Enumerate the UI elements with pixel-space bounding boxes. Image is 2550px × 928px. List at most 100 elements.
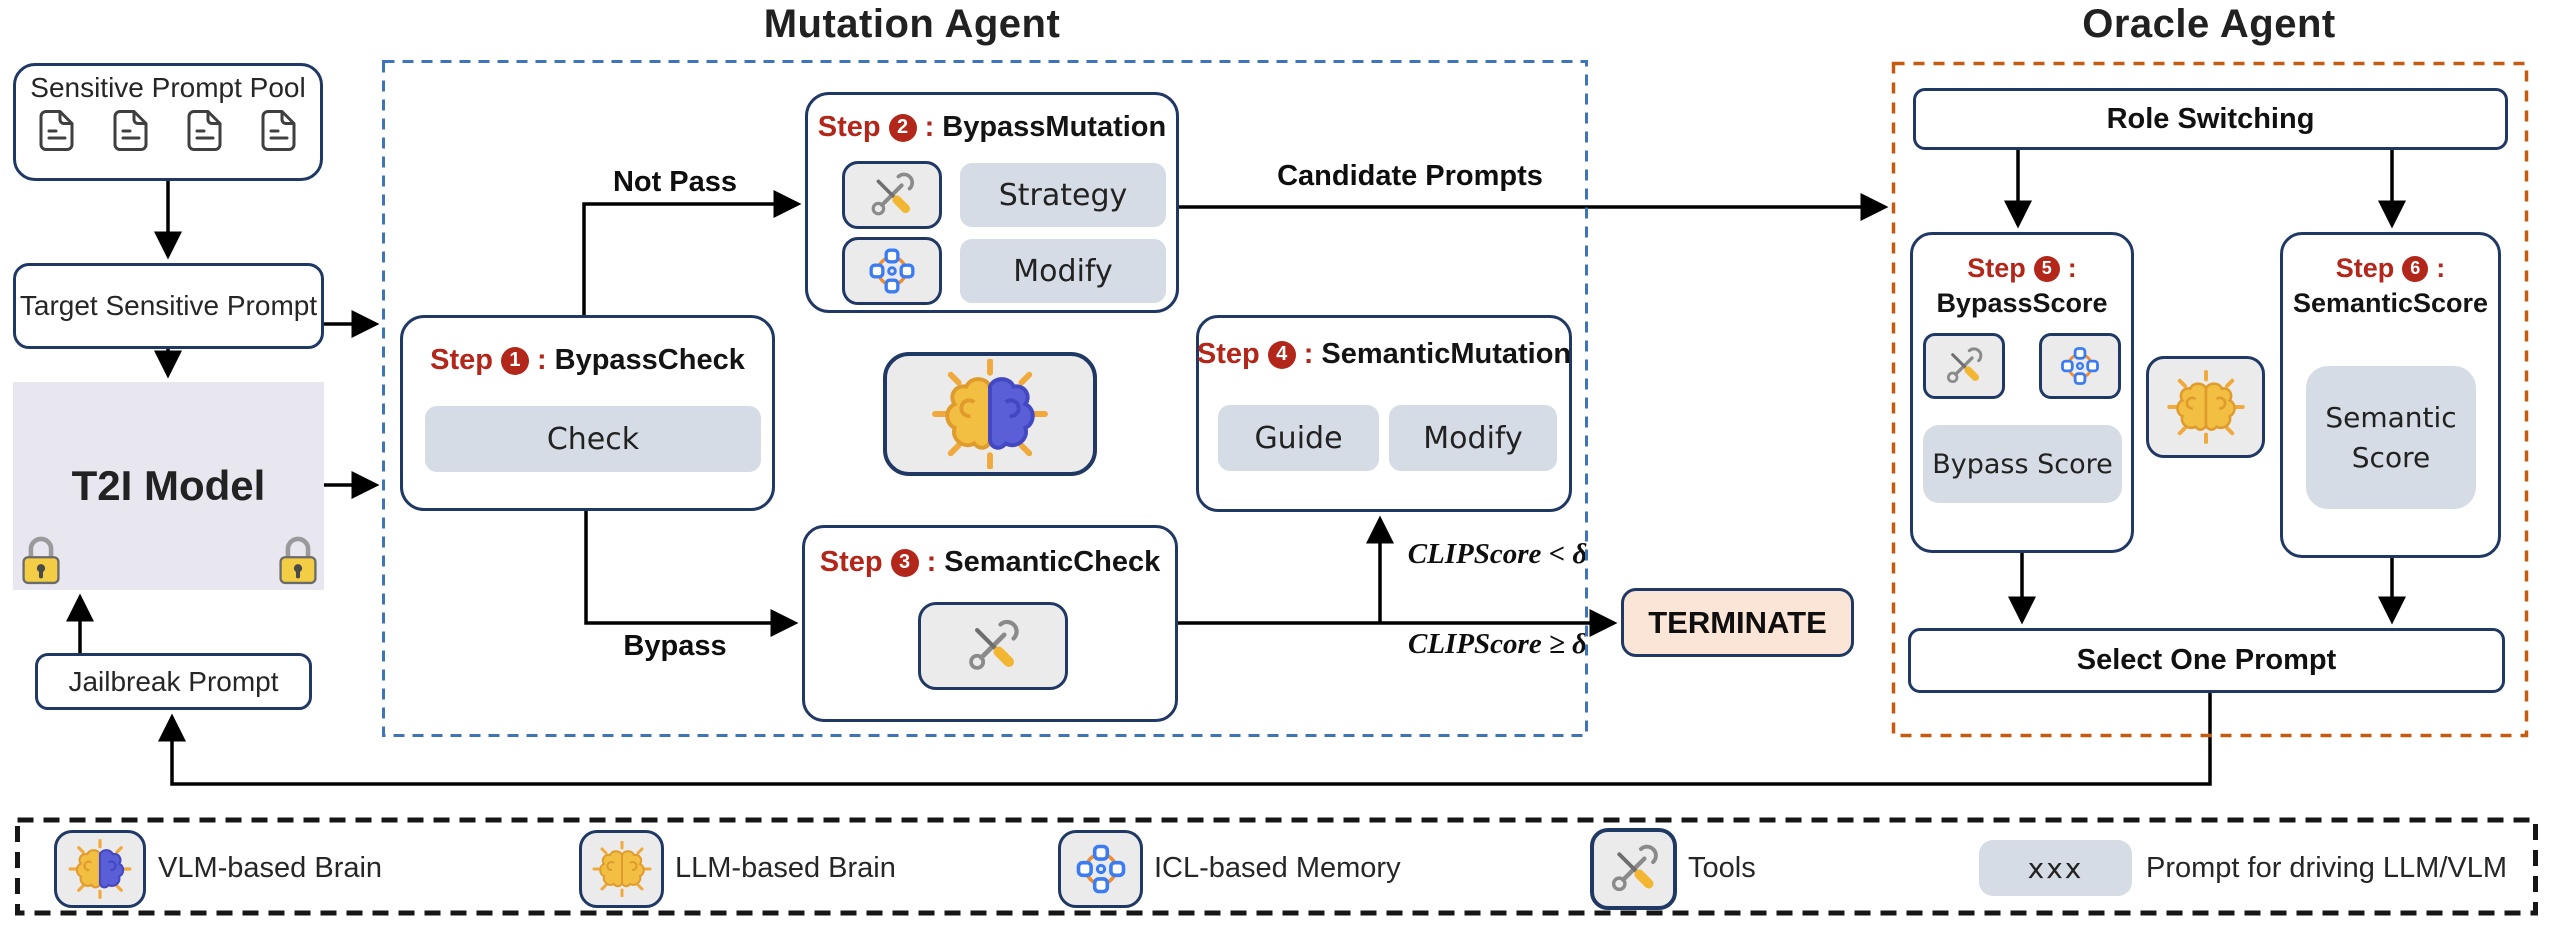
step6-colon: : bbox=[2436, 253, 2446, 283]
step3-colon: : bbox=[926, 546, 937, 578]
tools-icon-box bbox=[1923, 333, 2005, 399]
arrow-notpass-step1-to-step2 bbox=[582, 190, 802, 315]
step3-word: Step bbox=[819, 546, 883, 578]
step6-name: SemanticScore bbox=[2292, 288, 2489, 318]
legend-frame bbox=[15, 817, 2538, 916]
step4-number-badge: 4 bbox=[1267, 340, 1296, 369]
step5-icons-row bbox=[1913, 333, 2131, 399]
document-row bbox=[16, 104, 320, 151]
document-icon bbox=[113, 109, 149, 151]
oracle-agent-frame bbox=[1891, 61, 2529, 738]
vlm-brain-box bbox=[883, 352, 1097, 476]
bypass-score-label: Bypass Score bbox=[1932, 448, 2113, 480]
legend-llm-label: LLM-based Brain bbox=[675, 852, 896, 884]
step6-number-badge: 6 bbox=[2402, 255, 2429, 282]
step6-word: Step bbox=[2335, 253, 2395, 283]
legend-tools-label: Tools bbox=[1688, 852, 1756, 884]
legend-vlm-label: VLM-based Brain bbox=[158, 852, 383, 884]
step3-number-badge: 3 bbox=[890, 548, 919, 577]
memory-icon bbox=[867, 246, 917, 296]
step1-number-badge: 1 bbox=[500, 346, 529, 375]
tools-icon bbox=[1608, 843, 1660, 895]
memory-icon-box bbox=[2039, 333, 2121, 399]
step2-colon: : bbox=[924, 111, 935, 143]
modify-label: Modify bbox=[1423, 420, 1523, 456]
select-one-prompt-box: Select One Prompt bbox=[1908, 628, 2505, 693]
legend-memory-box bbox=[1058, 830, 1143, 908]
legend-prompt-chip: xxx bbox=[1979, 840, 2132, 896]
mutation-agent-title: Mutation Agent bbox=[763, 2, 1061, 46]
tools-icon-box bbox=[918, 602, 1068, 690]
edge-label-clipscore-ge: CLIPScore ≥ δ bbox=[1408, 628, 1587, 660]
document-icon bbox=[261, 109, 297, 151]
step1-word: Step bbox=[430, 344, 493, 376]
step2-header: Step 2 : BypassMutation bbox=[808, 111, 1176, 144]
step3-header: Step 3 : SemanticCheck bbox=[805, 546, 1175, 579]
check-button: Check bbox=[425, 406, 761, 472]
strategy-button: Strategy bbox=[960, 163, 1166, 227]
terminate-box: TERMINATE bbox=[1621, 588, 1854, 657]
step5-header: Step 5 : bbox=[1913, 253, 2131, 284]
semantic-score-line1: Semantic bbox=[2325, 401, 2457, 435]
tools-icon bbox=[965, 618, 1021, 674]
guide-label: Guide bbox=[1254, 420, 1343, 456]
llm-brain-box bbox=[2146, 356, 2265, 458]
step2-name: BypassMutation bbox=[942, 111, 1167, 143]
strategy-label: Strategy bbox=[998, 177, 1128, 213]
step5-colon: : bbox=[2067, 253, 2077, 283]
memory-icon-box bbox=[842, 237, 942, 305]
semantic-score-line2: Score bbox=[2351, 440, 2431, 474]
lock-icon bbox=[19, 533, 63, 587]
edge-label-candidate-prompts: Candidate Prompts bbox=[1277, 160, 1543, 192]
step4-name: SemanticMutation bbox=[1321, 338, 1572, 370]
step4-colon: : bbox=[1303, 338, 1314, 370]
llm-brain-icon bbox=[2164, 369, 2248, 445]
jailbreak-prompt-box: Jailbreak Prompt bbox=[35, 653, 312, 710]
t2i-label: T2I Model bbox=[71, 462, 266, 509]
modify-button-step4: Modify bbox=[1389, 405, 1557, 471]
step4-word: Step bbox=[1196, 338, 1260, 370]
role-switching-box: Role Switching bbox=[1913, 88, 2508, 150]
pool-label: Sensitive Prompt Pool bbox=[30, 72, 306, 103]
edge-label-bypass: Bypass bbox=[623, 630, 727, 662]
step1-colon: : bbox=[536, 344, 547, 376]
legend-llm-brain-box bbox=[579, 830, 664, 908]
step3-name: SemanticCheck bbox=[944, 546, 1161, 578]
step5-bypassscore-box: Step 5 : BypassScore Bypass Score bbox=[1910, 232, 2134, 553]
tools-icon-box bbox=[842, 161, 942, 229]
edge-label-not-pass: Not Pass bbox=[612, 166, 738, 198]
lock-icon bbox=[276, 533, 320, 587]
legend-tools-box bbox=[1590, 828, 1677, 910]
document-icon bbox=[39, 109, 75, 151]
jailbreak-label: Jailbreak Prompt bbox=[68, 665, 279, 697]
edge-label-clipscore-lt: CLIPScore < δ bbox=[1407, 538, 1588, 570]
select-one-prompt-label: Select One Prompt bbox=[2076, 644, 2337, 676]
sensitive-prompt-pool-box: Sensitive Prompt Pool bbox=[13, 63, 323, 181]
step5-word: Step bbox=[1967, 253, 2026, 283]
arrow-bypass-step1-to-step3 bbox=[584, 510, 799, 637]
oracle-agent-title: Oracle Agent bbox=[2082, 2, 2336, 46]
step5-name: BypassScore bbox=[1936, 288, 2108, 318]
step2-number-badge: 2 bbox=[888, 113, 917, 142]
tools-icon bbox=[1944, 346, 1984, 386]
legend-memory-label: ICL-based Memory bbox=[1154, 852, 1401, 884]
memory-icon bbox=[2059, 345, 2101, 387]
semantic-score-chip: Semantic Score bbox=[2306, 366, 2476, 509]
legend-prompt-chip-label: xxx bbox=[2027, 851, 2084, 885]
memory-icon bbox=[1074, 842, 1128, 896]
t2i-model-box: T2I Model bbox=[13, 382, 324, 590]
step3-semanticcheck-box: Step 3 : SemanticCheck bbox=[802, 525, 1178, 722]
step4-semanticmutation-box: Step 4 : SemanticMutation Guide Modify bbox=[1196, 315, 1572, 512]
llm-brain-icon bbox=[590, 840, 654, 898]
step1-header: Step 1 : BypassCheck bbox=[403, 344, 772, 377]
step5-number-badge: 5 bbox=[2033, 255, 2060, 282]
step1-name: BypassCheck bbox=[554, 344, 745, 376]
step4-header: Step 4 : SemanticMutation bbox=[1196, 338, 1572, 371]
modify-button-step2: Modify bbox=[960, 239, 1166, 303]
step1-bypasscheck-box: Step 1 : BypassCheck Check bbox=[400, 315, 775, 511]
guide-button: Guide bbox=[1218, 405, 1379, 471]
vlm-brain-icon bbox=[66, 839, 134, 899]
step6-header: Step 6 : bbox=[2283, 253, 2498, 284]
